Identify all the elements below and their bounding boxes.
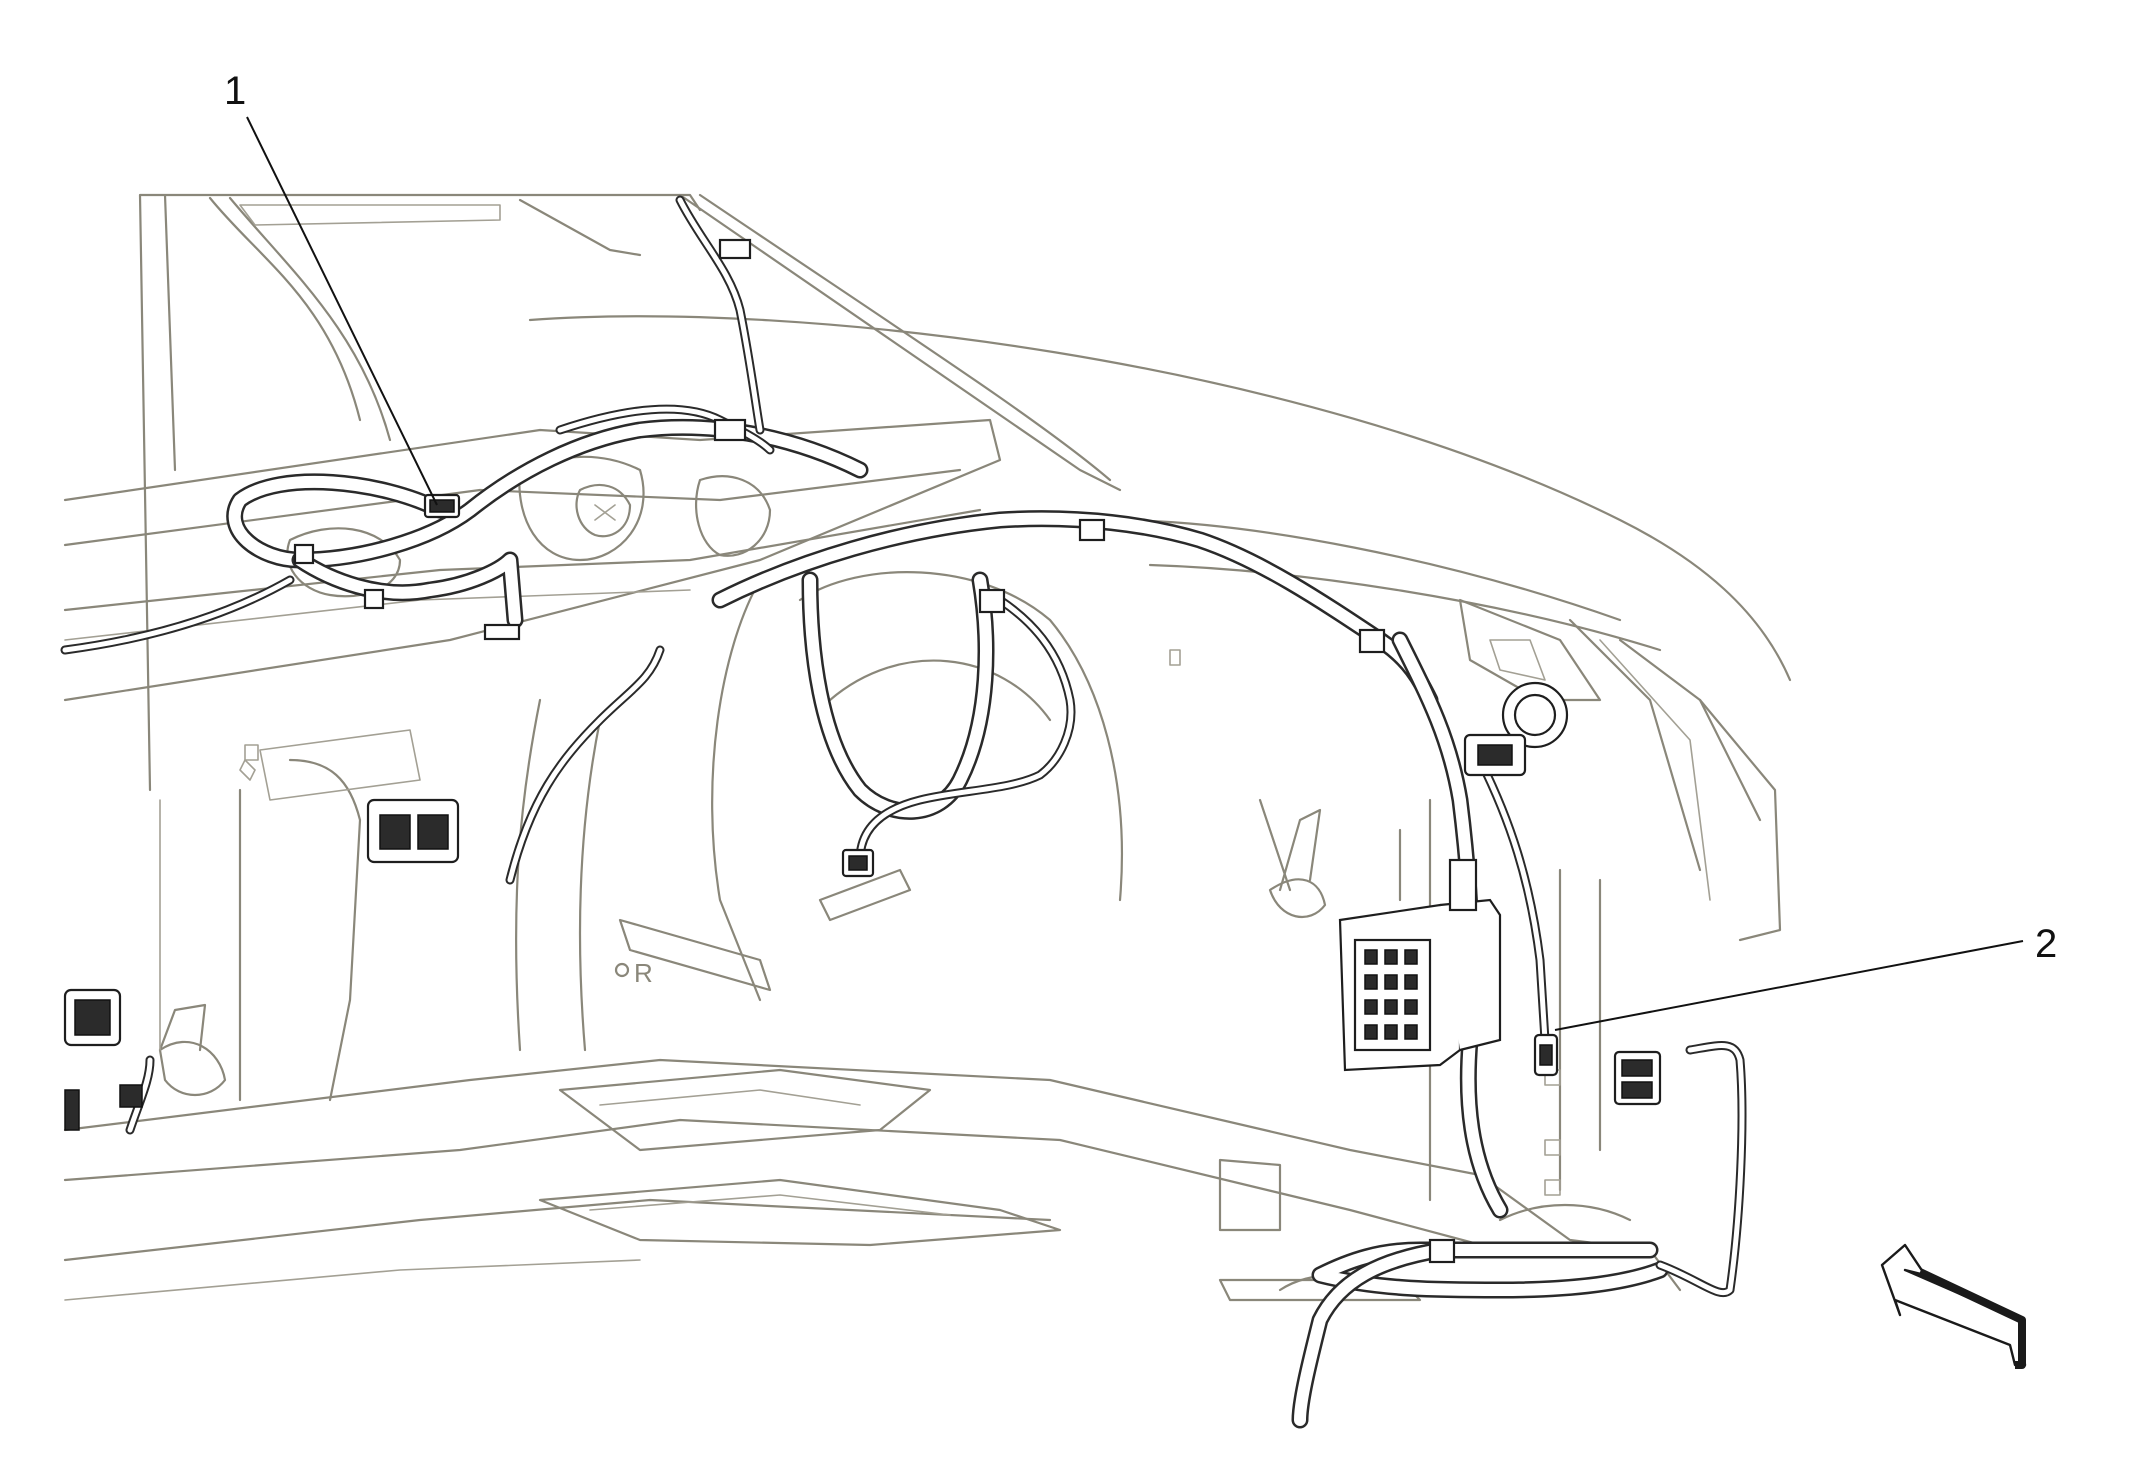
harness-clip	[293, 543, 315, 565]
connector-right-pillar-face	[1477, 744, 1513, 766]
view-direction-arrow-icon	[1880, 1243, 2027, 1369]
leader-line-2	[1554, 940, 2024, 1031]
leader-line-1	[246, 116, 438, 506]
callout-1: 1	[224, 69, 438, 506]
connector-callout-2-face	[1539, 1044, 1553, 1066]
r-stamp: R	[614, 958, 653, 988]
wiring-harness	[60, 195, 1747, 1429]
connector-callout-1-face	[429, 499, 455, 513]
callout-label-2: 2	[2035, 922, 2057, 966]
mating-connector-face	[1621, 1059, 1653, 1077]
mating-connector-face	[1621, 1081, 1653, 1099]
connector-left-pillar-face	[417, 814, 449, 850]
harness-clip	[363, 588, 385, 610]
connectors	[63, 238, 1662, 1264]
grommet-inner	[1513, 693, 1557, 737]
harness-clip	[1428, 1238, 1456, 1264]
control-module	[1338, 858, 1502, 1072]
connector-left-pillar-face	[379, 814, 411, 850]
harness-clip	[713, 418, 747, 442]
harness-clip	[978, 588, 1006, 614]
callout-label-1: 1	[224, 69, 246, 113]
control-module-connector	[1448, 858, 1478, 912]
harness-clip	[1358, 628, 1386, 654]
harness-clip	[718, 238, 752, 260]
stamp-text: R	[634, 958, 653, 988]
connector-left-lower	[64, 1089, 80, 1131]
connector-left-edge-face	[74, 999, 111, 1036]
connector-center-face	[848, 855, 868, 871]
harness-clip	[1078, 518, 1106, 542]
connector-left-lower	[119, 1084, 143, 1108]
harness-clip	[483, 623, 521, 641]
callout-2: 2	[1554, 922, 2057, 1031]
